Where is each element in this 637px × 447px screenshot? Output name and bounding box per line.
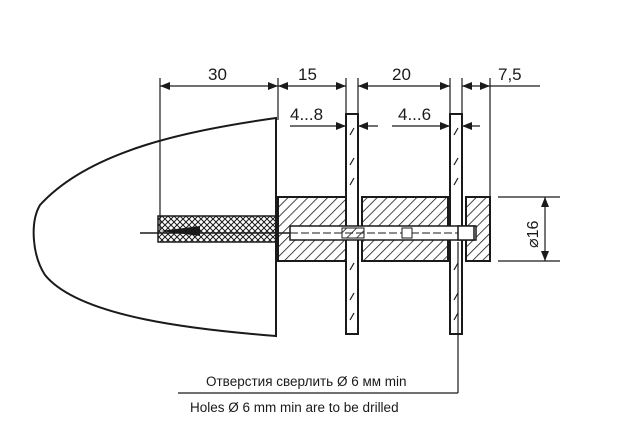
dim-range-4-8: 4...8 [290, 105, 323, 124]
wall-section [32, 116, 277, 338]
extension-lines [159, 78, 560, 262]
note-leader [178, 242, 459, 394]
wall-dowel [140, 215, 296, 243]
through-bolt [289, 225, 477, 241]
dim-7-5: 7,5 [498, 65, 522, 84]
dimension-lines [160, 82, 549, 261]
dim-15: 15 [298, 65, 317, 84]
dim-range-4-6: 4...6 [398, 105, 431, 124]
dim-diameter-16: ⌀16 [525, 220, 542, 248]
note-russian: Отверстия сверлить Ø 6 мм min [206, 374, 407, 389]
glass-panel-2 [449, 113, 463, 335]
note-english: Holes Ø 6 mm min are to be drilled [190, 400, 399, 415]
dim-30: 30 [208, 65, 227, 84]
dim-20: 20 [392, 65, 411, 84]
glass-panel-1 [345, 113, 359, 335]
